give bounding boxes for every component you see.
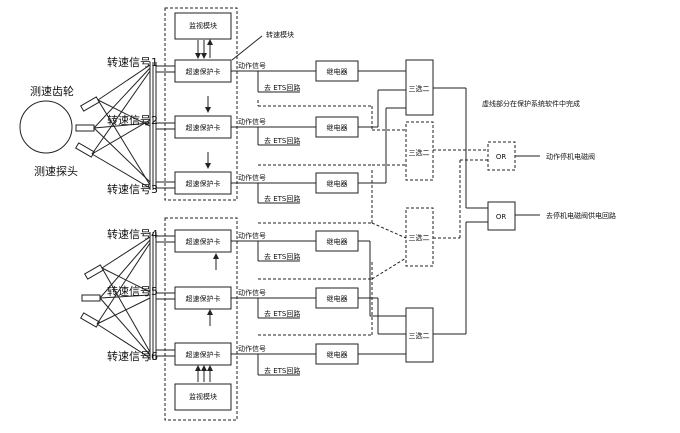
relay-1-label: 继电器 [327,67,348,76]
voter-2-label: 三选二 [409,148,430,157]
speed-signal-2: 转速信号2 [107,113,158,127]
protection-card-5-label: 超速保护卡 [186,294,221,303]
protection-card-2-label: 超速保护卡 [186,123,221,132]
relay-3-label: 继电器 [327,179,348,188]
or-gate-hardware-label: OR [496,213,507,221]
speed-module-lower [164,217,238,421]
probe-bottom [75,142,95,158]
relay-4-label: 继电器 [327,237,348,246]
voter-4-label: 三选二 [409,331,430,340]
voter-2 [405,121,434,181]
relay-6-label: 继电器 [327,350,348,359]
supply-valve-label: 去停机电磁阀供电回路 [546,211,616,220]
ets-loop-3: 去 ETS回路 [264,194,300,203]
voter-3 [405,207,434,267]
protection-card-4-label: 超速保护卡 [186,237,221,246]
probe-lower-1 [84,264,104,280]
ets-loop-4: 去 ETS回路 [264,252,300,261]
card-output-lines [231,70,316,376]
monitor-module-bottom [174,383,232,411]
speed-signal-4: 转速信号4 [107,227,158,241]
relay-wiring [358,70,406,355]
software-wiring [371,106,488,335]
speed-module-label: 转速模块 [266,30,294,39]
or-wiring [433,87,540,335]
speed-module-upper [164,7,238,201]
probe-lower-2 [81,294,101,302]
probe-middle [75,124,95,132]
voter-1-label: 三选二 [409,84,430,93]
or-gate-software-label: OR [496,153,507,161]
action-signal-1: 动作信号 [238,61,266,70]
voter-3-label: 三选二 [409,233,430,242]
action-signal-4: 动作信号 [238,231,266,240]
monitor-arrows [195,39,219,382]
speed-signal-1: 转速信号1 [107,55,158,69]
ets-loop-1: 去 ETS回路 [264,83,300,92]
software-note: 虚线部分在保护系统软件中完成 [482,99,580,108]
action-signal-2: 动作信号 [238,117,266,126]
probe-lower-3 [80,312,100,328]
ets-loop-6: 去 ETS回路 [264,366,300,375]
speed-signal-6: 转速信号6 [107,349,158,363]
signal-bus [149,62,175,360]
relay-5-label: 继电器 [327,294,348,303]
protection-card-3-label: 超速保护卡 [186,179,221,188]
or-gate-software [487,141,516,171]
protection-card-6-label: 超速保护卡 [186,350,221,359]
software-signal-lines [257,100,372,336]
action-signal-6: 动作信号 [238,344,266,353]
ets-loop-5: 去 ETS回路 [264,309,300,318]
probe-label: 测速探头 [34,165,78,178]
stop-valve-label: 动作停机电磁阀 [546,152,595,161]
voter-1 [405,59,434,116]
monitor-module-top [174,12,232,40]
speed-gear [19,100,73,154]
ets-loop-2: 去 ETS回路 [264,136,300,145]
or-gate-hardware [487,201,516,231]
protection-card-1-label: 超速保护卡 [186,67,221,76]
relay-2-label: 继电器 [327,123,348,132]
probe-top [80,96,100,112]
speed-signal-3: 转速信号3 [107,182,158,196]
gear-label: 测速齿轮 [30,84,74,98]
action-signal-5: 动作信号 [238,288,266,297]
speed-signal-5: 转速信号5 [107,284,158,298]
action-signal-3: 动作信号 [238,173,266,182]
voter-4 [405,307,434,363]
monitor-module-bottom-label: 监视模块 [189,392,217,401]
monitor-module-top-label: 监视模块 [189,21,217,30]
